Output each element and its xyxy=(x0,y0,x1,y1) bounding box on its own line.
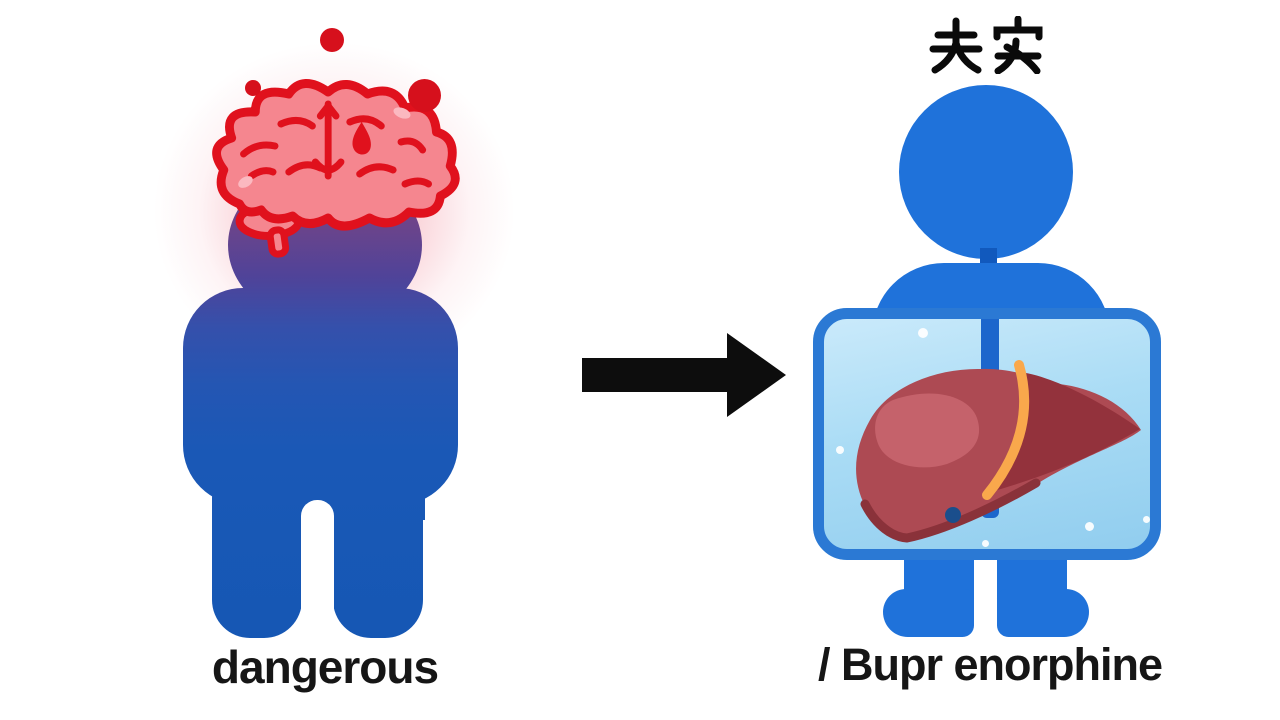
sparkle-dot xyxy=(918,328,928,338)
sparkle-dot xyxy=(836,446,844,454)
right-figure-foot-right xyxy=(997,589,1089,637)
duct-dot xyxy=(945,507,961,523)
right-figure-foot-left xyxy=(883,589,974,637)
cjk-glyph-fu xyxy=(929,17,983,74)
left-figure-leg-right xyxy=(333,460,423,638)
right-figure-head xyxy=(899,85,1073,259)
sparkle-dot xyxy=(982,540,989,547)
left-caption: dangerous xyxy=(211,641,439,693)
pain-dot xyxy=(245,80,261,96)
cjk-glyph-an xyxy=(993,16,1043,74)
pain-dot xyxy=(320,28,344,52)
person-figure-left xyxy=(183,165,458,650)
left-figure-leg-gap xyxy=(301,500,334,650)
liver-ligament xyxy=(982,360,1030,500)
brain-icon xyxy=(212,79,460,258)
sparkle-dot xyxy=(1143,516,1150,523)
pain-dot xyxy=(408,79,441,112)
sparkle-dot xyxy=(1085,522,1094,531)
liver-icon xyxy=(856,360,1141,543)
arrow-right-icon xyxy=(582,333,786,417)
xray-panel xyxy=(813,308,1161,560)
xray-panel-border xyxy=(813,308,1161,560)
right-caption: / Bupr enorphine xyxy=(818,639,1163,690)
top-label-drawing: 夫安 xyxy=(929,16,1049,74)
left-figure-leg-left xyxy=(212,460,302,638)
